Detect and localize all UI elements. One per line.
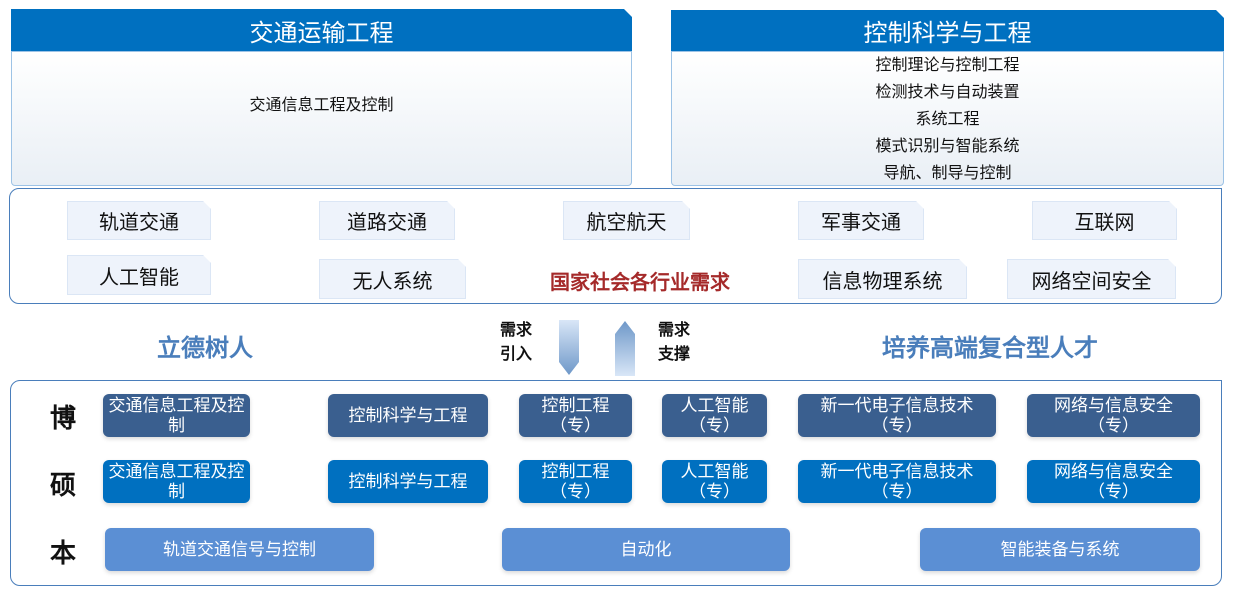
master-program-box: 人工智能（专） [662,460,767,503]
demand-tag: 轨道交通 [67,201,211,240]
bachelor-program-box: 轨道交通信号与控制 [105,528,374,571]
program-text: 新一代电子信息技术 [820,395,974,416]
control-subjects-panel: 控制理论与控制工程 检测技术与自动装置 系统工程 模式识别与智能系统 导航、制导… [671,51,1224,186]
program-text: （专） [871,481,923,502]
program-text: （专） [550,415,601,436]
subject-item: 导航、制导与控制 [883,163,1012,182]
national-demand-label: 国家社会各行业需求 [550,270,730,294]
level-label-bachelor: 本 [50,539,77,569]
program-text: 交通信息工程及控制 [108,461,245,502]
phd-program-box: 交通信息工程及控制 [103,394,250,437]
demand-intro-label: 需求引入 [500,318,532,366]
discipline-header-transport: 交通运输工程 [11,9,632,51]
master-program-box: 交通信息工程及控制 [103,460,250,503]
subject-item: 系统工程 [915,109,980,128]
demand-tag: 信息物理系统 [798,259,967,299]
program-text: 控制科学与工程 [348,405,468,426]
program-text: 人工智能 [680,461,749,482]
transport-subjects-panel: 交通信息工程及控制 [11,51,632,186]
program-text: 新一代电子信息技术 [820,461,974,482]
program-text: （专） [871,415,923,436]
phd-program-box: 控制工程（专） [519,394,632,437]
subject-item: 交通信息工程及控制 [249,95,394,114]
program-text: （专） [1088,415,1139,436]
program-text: （专） [1088,481,1139,502]
demand-tag: 无人系统 [319,259,466,299]
demand-tag: 航空航天 [563,201,690,240]
program-text: 控制科学与工程 [348,471,468,492]
phd-program-box: 网络与信息安全（专） [1027,394,1200,437]
arrow-up-icon [615,321,635,376]
demand-tag: 人工智能 [67,255,211,295]
program-text: （专） [550,481,601,502]
text: 引入 [500,344,533,363]
text: 需求 [500,320,533,339]
subject-item: 控制理论与控制工程 [875,55,1020,74]
moral-education-label: 立德树人 [157,334,253,362]
text: 支撑 [658,344,691,363]
phd-program-box: 人工智能（专） [662,394,767,437]
bachelor-program-box: 自动化 [502,528,790,571]
bachelor-program-box: 智能装备与系统 [920,528,1200,571]
program-text: 人工智能 [680,395,749,416]
phd-program-box: 控制科学与工程 [328,394,488,437]
program-text: （专） [689,481,740,502]
demand-support-label: 需求支撑 [658,318,690,366]
demand-tag: 互联网 [1032,201,1177,240]
arrow-down-icon [559,320,579,375]
subject-item: 检测技术与自动装置 [875,82,1020,101]
demand-tag: 道路交通 [319,201,455,240]
program-text: 控制工程 [541,395,610,416]
level-label-phd: 博 [50,404,77,434]
program-text: 网络与信息安全 [1054,461,1173,482]
master-program-box: 网络与信息安全（专） [1027,460,1200,503]
master-program-box: 控制科学与工程 [328,460,488,503]
phd-program-box: 新一代电子信息技术（专） [798,394,996,437]
program-text: 交通信息工程及控制 [108,395,245,436]
talent-goal-label: 培养高端复合型人才 [882,334,1098,362]
program-text: 控制工程 [541,461,610,482]
text: 需求 [658,320,691,339]
program-text: 网络与信息安全 [1054,395,1173,416]
master-program-box: 新一代电子信息技术（专） [798,460,996,503]
demand-tag: 网络空间安全 [1007,259,1176,299]
master-program-box: 控制工程（专） [519,460,632,503]
discipline-header-control: 控制科学与工程 [671,10,1224,51]
subject-item: 模式识别与智能系统 [875,136,1020,155]
level-label-master: 硕 [50,471,77,501]
demand-tag: 军事交通 [798,201,924,240]
program-text: （专） [689,415,740,436]
